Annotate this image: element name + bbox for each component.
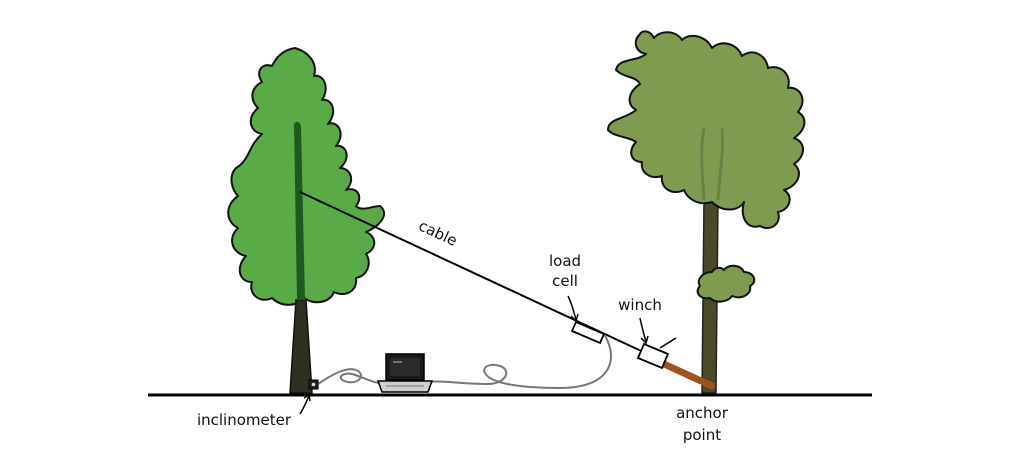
laptop-icon — [376, 353, 434, 393]
anchor-tree — [607, 30, 806, 394]
inclinometer-label: inclinometer — [197, 411, 292, 429]
data-wires — [317, 333, 613, 390]
anchor-point-label-line1: anchor — [676, 404, 729, 422]
anchor-point-label-line2: point — [683, 426, 721, 444]
load-cell-label-line2: cell — [552, 272, 578, 290]
anchor-strap — [660, 360, 716, 390]
annotation-arrows — [299, 295, 649, 415]
anchor-tree-side-foliage — [696, 264, 756, 303]
inclinometer-sensor-icon — [308, 379, 319, 390]
load-cell-label-line1: load — [549, 252, 581, 270]
winch-label: winch — [618, 296, 662, 314]
anchor-tree-canopy — [607, 30, 806, 230]
anchor-tree-branch-lines — [700, 127, 725, 201]
cable-label: cable — [416, 217, 460, 250]
load-cell-icon — [570, 320, 606, 345]
test-tree-trunk — [289, 299, 313, 394]
test-tree — [227, 47, 385, 394]
winch-icon — [636, 337, 677, 370]
test-tree-canopy — [227, 47, 385, 306]
test-tree-trunk-inner — [294, 121, 305, 300]
